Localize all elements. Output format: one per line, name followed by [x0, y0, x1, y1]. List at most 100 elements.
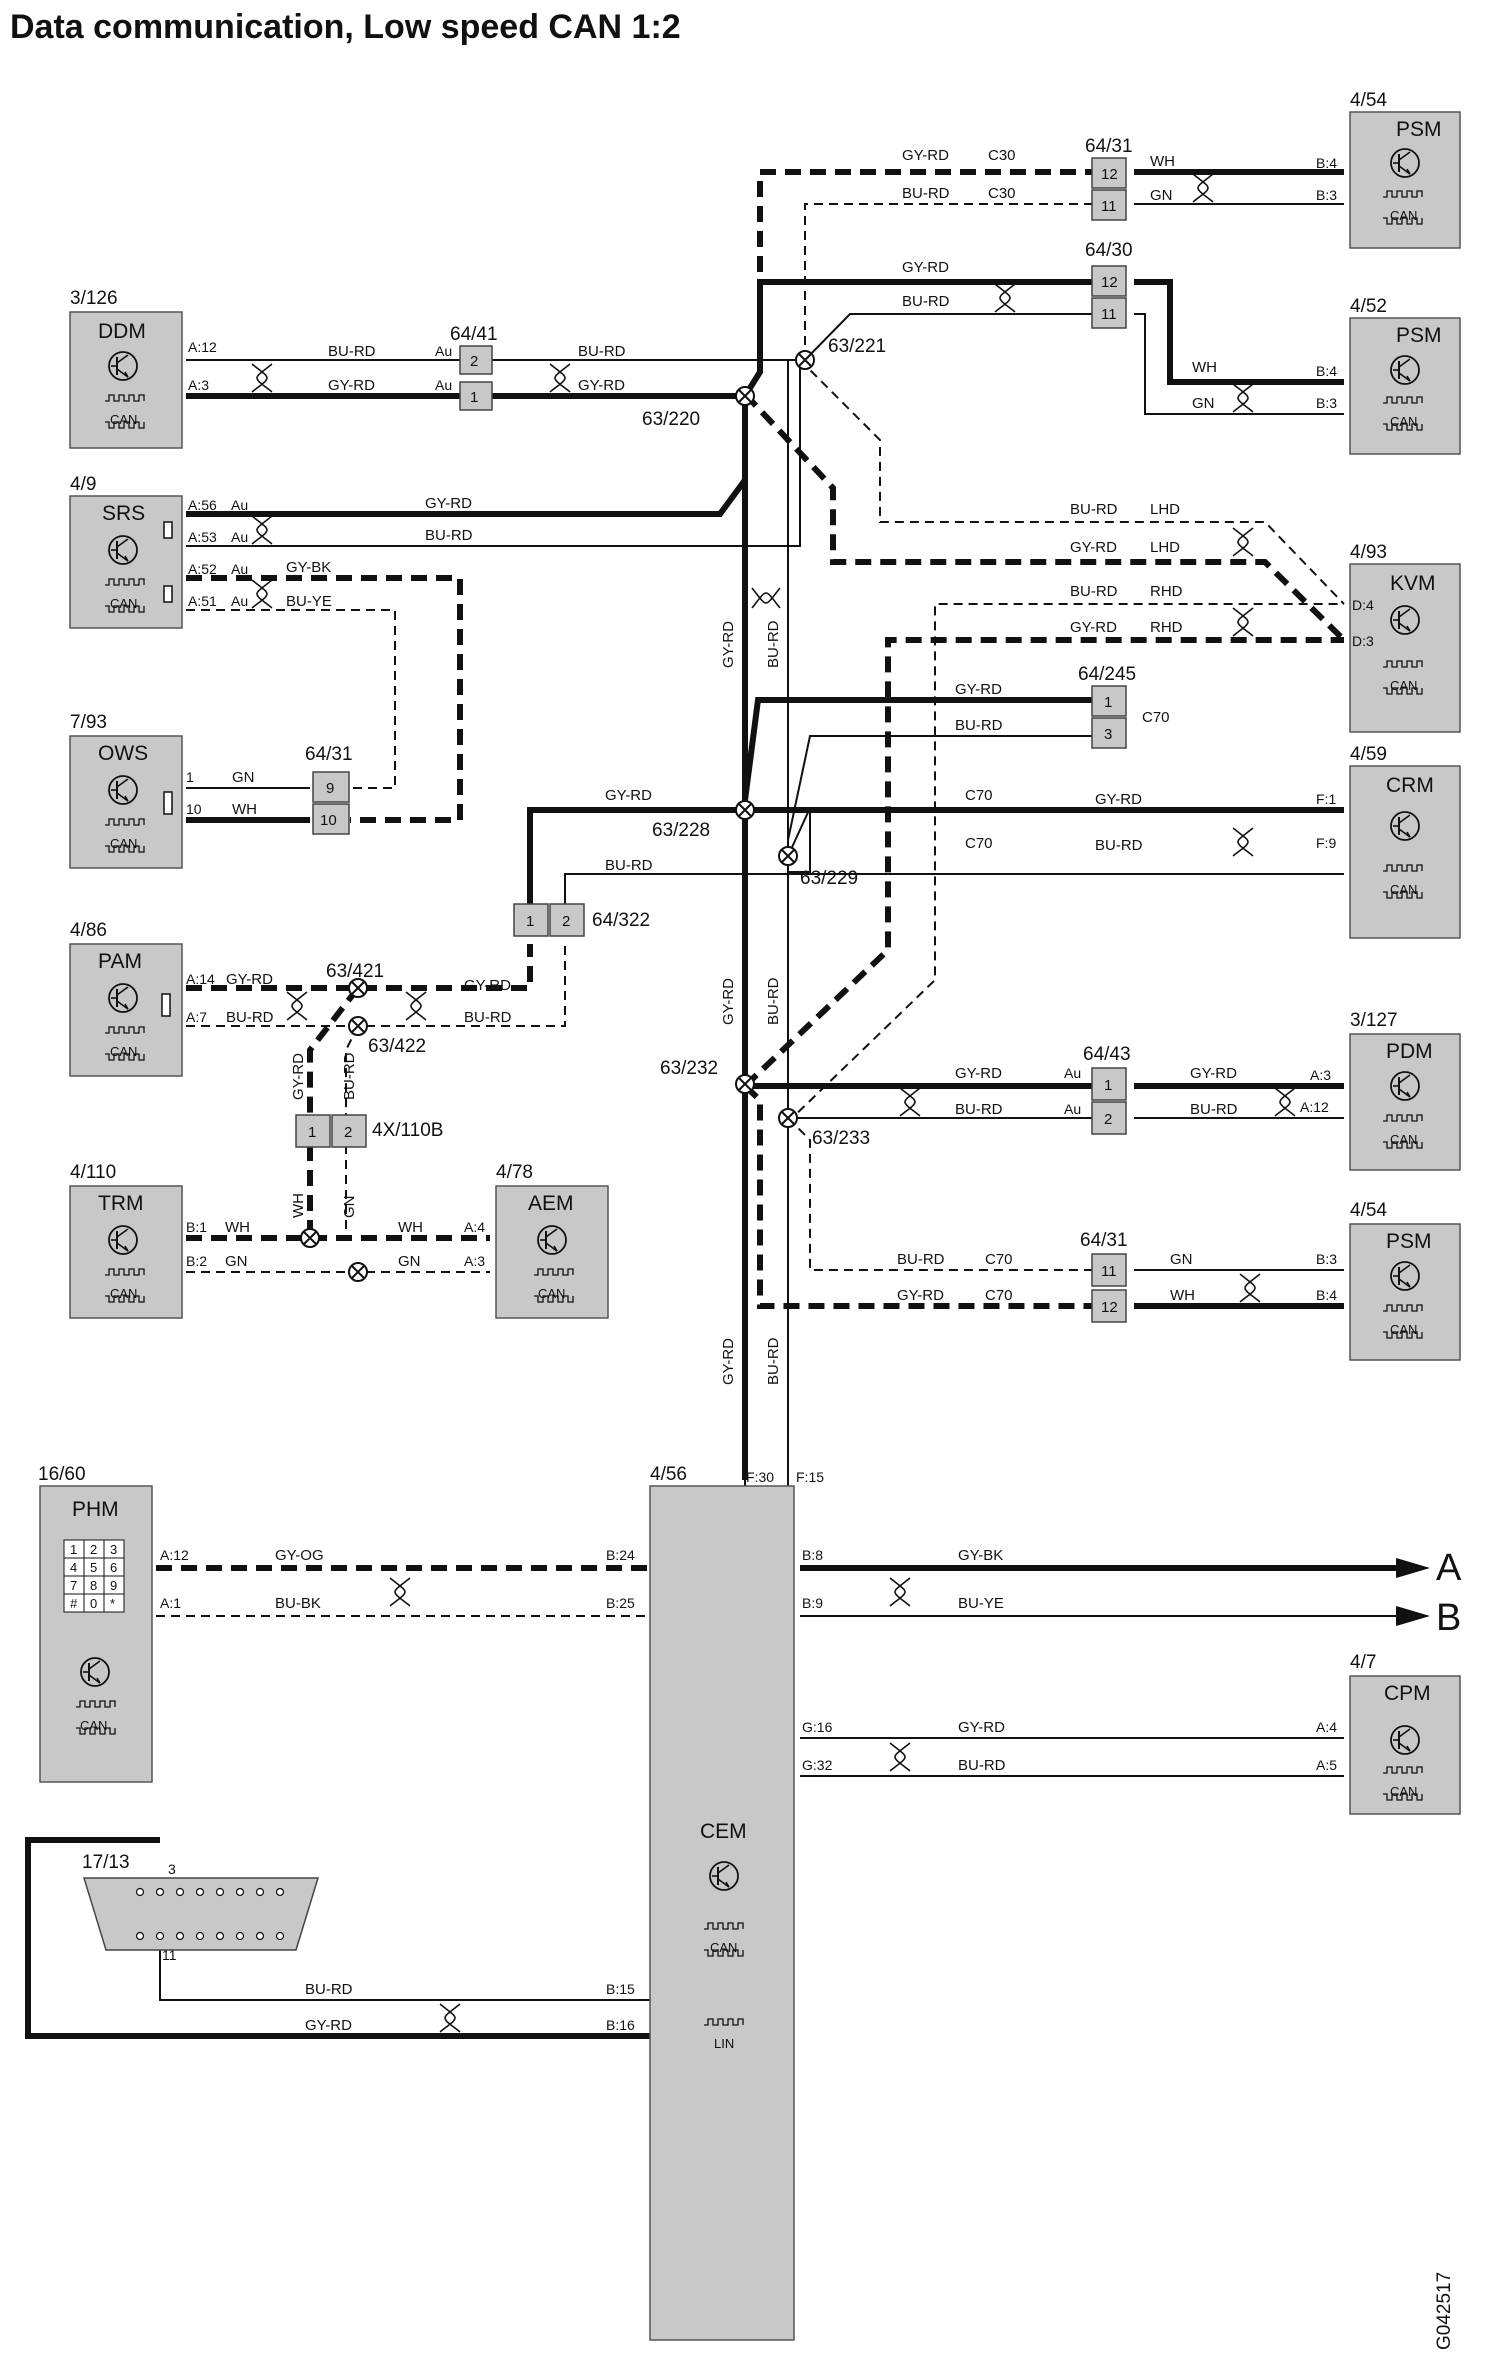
svg-text:GY-RD: GY-RD	[720, 978, 737, 1025]
svg-text:G:32: G:32	[802, 1757, 833, 1773]
image-code: G042517	[1434, 2272, 1455, 2350]
svg-text:64/322: 64/322	[592, 910, 650, 931]
svg-text:B:3: B:3	[1316, 1251, 1337, 1267]
svg-text:GY-RD: GY-RD	[305, 2017, 352, 2034]
svg-text:63/422: 63/422	[368, 1036, 426, 1057]
svg-text:B:2: B:2	[186, 1253, 207, 1269]
svg-text:4/9: 4/9	[70, 474, 96, 495]
connector-64-41: 64/41 2 1 Au Au	[435, 324, 498, 411]
svg-text:C70: C70	[985, 1251, 1013, 1268]
svg-text:Au: Au	[231, 593, 248, 609]
svg-text:BU-RD: BU-RD	[1070, 501, 1118, 518]
svg-text:LHD: LHD	[1150, 501, 1180, 518]
svg-text:A:12: A:12	[188, 339, 217, 355]
svg-text:3/127: 3/127	[1350, 1010, 1398, 1031]
svg-text:64/43: 64/43	[1083, 1044, 1131, 1065]
svg-text:A:53: A:53	[188, 529, 217, 545]
svg-text:GN: GN	[225, 1253, 248, 1270]
svg-text:64/31: 64/31	[1085, 136, 1133, 157]
svg-text:Au: Au	[1064, 1065, 1081, 1081]
svg-text:B:4: B:4	[1316, 155, 1337, 171]
svg-text:12: 12	[1101, 166, 1118, 183]
keypad-key-label: *	[110, 1596, 115, 1611]
svg-text:CAN: CAN	[1390, 882, 1417, 897]
svg-text:CAN: CAN	[1390, 414, 1417, 429]
svg-text:BU-RD: BU-RD	[1070, 583, 1118, 600]
connector-64-43: 64/43 1 2 Au Au	[1064, 1044, 1131, 1135]
splice-63-221: 63/221	[795, 336, 886, 370]
keypad-key-label: 6	[110, 1560, 117, 1575]
dlc-pin	[275, 1887, 285, 1897]
svg-text:63/232: 63/232	[660, 1058, 718, 1079]
module-psm-top: 4/54 PSM CAN B:4 B:3	[1316, 90, 1461, 249]
svg-text:D:4: D:4	[1352, 597, 1374, 613]
svg-text:BU-RD: BU-RD	[328, 343, 376, 360]
module-ddm: 3/126 DDM CAN A:12 A:3	[69, 288, 217, 449]
svg-text:B:4: B:4	[1316, 363, 1337, 379]
connector-64-31-lower: 64/31 11 12	[1080, 1230, 1128, 1323]
keypad-key-label: 0	[90, 1596, 97, 1611]
svg-text:A:5: A:5	[1316, 1757, 1337, 1773]
svg-text:BU-YE: BU-YE	[958, 1595, 1004, 1612]
svg-text:3: 3	[168, 1861, 176, 1877]
svg-text:WH: WH	[290, 1193, 307, 1218]
svg-text:4/93: 4/93	[1350, 542, 1387, 563]
svg-text:GY-BK: GY-BK	[958, 1547, 1003, 1564]
svg-text:RHD: RHD	[1150, 619, 1183, 636]
svg-text:2: 2	[562, 913, 570, 930]
splice-63-233: 63/233	[778, 1108, 870, 1149]
svg-text:Au: Au	[231, 529, 248, 545]
svg-text:WH: WH	[232, 801, 257, 818]
svg-text:B:8: B:8	[802, 1547, 823, 1563]
svg-text:B:24: B:24	[606, 1547, 635, 1563]
svg-text:GY-RD: GY-RD	[958, 1719, 1005, 1736]
svg-text:A:52: A:52	[188, 561, 217, 577]
svg-text:3/126: 3/126	[70, 288, 118, 309]
svg-text:PSM: PSM	[1396, 118, 1442, 141]
svg-text:4/78: 4/78	[496, 1162, 533, 1183]
svg-text:PSM: PSM	[1386, 1230, 1432, 1253]
svg-text:GY-RD: GY-RD	[720, 621, 737, 668]
svg-text:CAN: CAN	[1390, 1784, 1417, 1799]
svg-text:B:3: B:3	[1316, 187, 1337, 203]
dlc-pin	[155, 1931, 165, 1941]
svg-text:BU-RD: BU-RD	[578, 343, 626, 360]
svg-text:PAM: PAM	[98, 950, 142, 973]
svg-text:GY-RD: GY-RD	[328, 377, 375, 394]
module-diagnostic-connector: 17/13 3 11	[82, 1852, 320, 1963]
dlc-pin	[135, 1887, 145, 1897]
svg-text:4/56: 4/56	[650, 1464, 687, 1485]
svg-text:63/233: 63/233	[812, 1128, 870, 1149]
svg-text:BU-BK: BU-BK	[275, 1595, 321, 1612]
svg-text:GY-OG: GY-OG	[275, 1547, 324, 1564]
svg-text:C30: C30	[988, 147, 1016, 164]
svg-text:F:30: F:30	[746, 1469, 774, 1485]
svg-text:BU-YE: BU-YE	[286, 593, 332, 610]
connector-4x-110b: 1 2 4X/110B	[295, 1114, 443, 1148]
wire-labels: GY-RD C30 BU-RD C30 WH GN GY-RD BU-RD WH…	[225, 147, 1238, 2034]
keypad-key-label: 2	[90, 1542, 97, 1557]
svg-text:1: 1	[1104, 694, 1112, 711]
svg-text:GY-RD: GY-RD	[897, 1287, 944, 1304]
svg-text:F:9: F:9	[1316, 835, 1336, 851]
svg-text:B:16: B:16	[606, 2017, 635, 2033]
svg-text:64/31: 64/31	[305, 744, 353, 765]
svg-text:CAN: CAN	[1390, 1132, 1417, 1147]
svg-text:A:12: A:12	[1300, 1099, 1329, 1115]
svg-text:4/54: 4/54	[1350, 90, 1387, 111]
svg-text:PSM: PSM	[1396, 324, 1442, 347]
svg-text:GY-RD: GY-RD	[1190, 1065, 1237, 1082]
dlc-pin	[175, 1931, 185, 1941]
svg-text:CAN: CAN	[538, 1286, 565, 1301]
svg-text:9: 9	[326, 780, 334, 797]
svg-text:GY-RD: GY-RD	[1070, 619, 1117, 636]
module-trm: 4/110 TRM CAN B:1 B:2	[69, 1162, 207, 1319]
svg-text:GY-RD: GY-RD	[1070, 539, 1117, 556]
svg-text:B:15: B:15	[606, 1981, 635, 1997]
svg-text:GN: GN	[1192, 395, 1215, 412]
svg-text:11: 11	[162, 1947, 177, 1963]
dlc-pin	[175, 1887, 185, 1897]
svg-text:GY-RD: GY-RD	[720, 1338, 737, 1385]
